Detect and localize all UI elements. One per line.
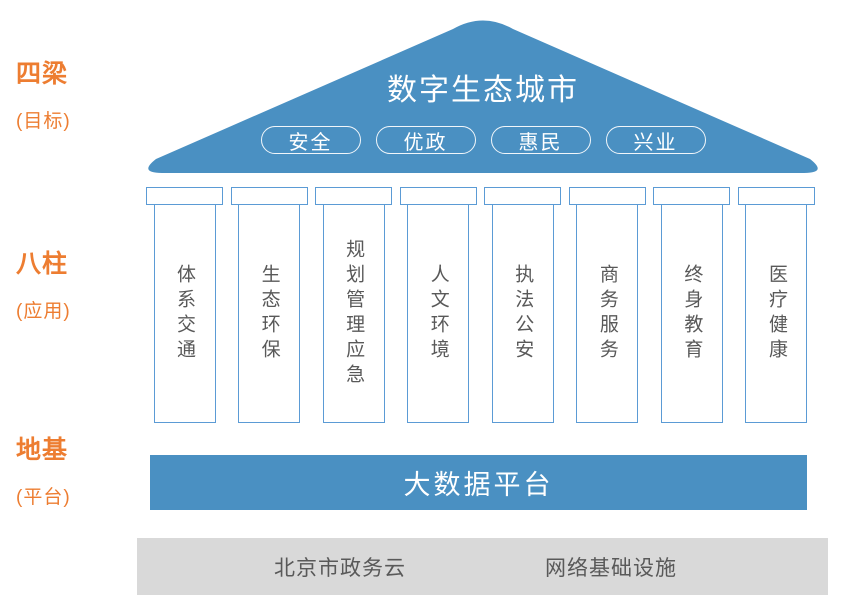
section-label-eight-pillars: 八柱 (应用) (16, 250, 71, 323)
pillar-label: 生态环保 (258, 263, 280, 364)
pillar-label: 终身教育 (681, 263, 703, 364)
section-title: 四梁 (16, 60, 69, 88)
roof-title: 数字生态城市 (387, 74, 579, 107)
pillar-cap (653, 187, 731, 205)
base-item-network: 网络基础设施 (545, 556, 677, 580)
base-item-gov-cloud: 北京市政务云 (274, 556, 406, 580)
pillar-label: 医疗健康 (765, 263, 787, 364)
pillar-cap (737, 187, 815, 205)
goal-pill-security: 安全 (260, 126, 361, 154)
pillar-business: 商务服务 (568, 187, 646, 423)
platform-bar: 大数据平台 (150, 455, 807, 510)
pillar-row: 体系交通 生态环保 规划管理应急 人文环境 执法公安 商务服务 终身教育 医疗 (146, 187, 815, 423)
pillar-cap (399, 187, 477, 205)
pillar-ecology: 生态环保 (230, 187, 308, 423)
roof-triangle-graphic (148, 20, 818, 173)
pillar-cap (568, 187, 646, 205)
pillar-shaft: 执法公安 (491, 205, 554, 423)
pillar-cap (146, 187, 223, 205)
pillar-shaft: 规划管理应急 (322, 205, 385, 423)
section-title: 八柱 (16, 250, 69, 278)
roof-shape: 数字生态城市 安全 优政 惠民 兴业 (138, 12, 828, 173)
section-title: 地基 (16, 436, 69, 464)
goal-pill-governance: 优政 (375, 126, 476, 154)
goal-pill-people: 惠民 (490, 126, 591, 154)
pillar-education: 终身教育 (653, 187, 731, 423)
pillar-shaft: 生态环保 (238, 205, 301, 423)
pillar-label: 商务服务 (596, 263, 618, 364)
pillar-transport: 体系交通 (146, 187, 223, 423)
pillar-health: 医疗健康 (737, 187, 815, 423)
pillar-shaft: 人文环境 (407, 205, 470, 423)
goal-pill-row: 安全 优政 惠民 兴业 (138, 126, 828, 154)
pillar-cap (230, 187, 308, 205)
section-subtitle: (目标) (16, 111, 71, 132)
platform-label: 大数据平台 (403, 470, 554, 500)
pillar-shaft: 医疗健康 (745, 205, 808, 423)
pillar-law-enforcement: 执法公安 (484, 187, 562, 423)
pillar-cap (484, 187, 562, 205)
section-label-foundation: 地基 (平台) (16, 436, 71, 509)
goal-pill-industry: 兴业 (605, 126, 706, 154)
section-subtitle: (应用) (16, 301, 71, 322)
pillar-label: 体系交通 (174, 263, 195, 364)
pillar-shaft: 体系交通 (153, 205, 216, 423)
pillar-label: 规划管理应急 (343, 238, 365, 389)
pillar-culture: 人文环境 (399, 187, 477, 423)
pillar-label: 执法公安 (512, 263, 534, 364)
section-subtitle: (平台) (16, 487, 71, 508)
base-infrastructure-bar: 北京市政务云 网络基础设施 (137, 538, 828, 595)
pillar-shaft: 终身教育 (660, 205, 723, 423)
pillar-shaft: 商务服务 (576, 205, 639, 423)
pillar-label: 人文环境 (427, 263, 449, 364)
pillar-cap (315, 187, 393, 205)
section-label-four-beams: 四梁 (目标) (16, 60, 71, 133)
pillar-planning-emergency: 规划管理应急 (315, 187, 393, 423)
